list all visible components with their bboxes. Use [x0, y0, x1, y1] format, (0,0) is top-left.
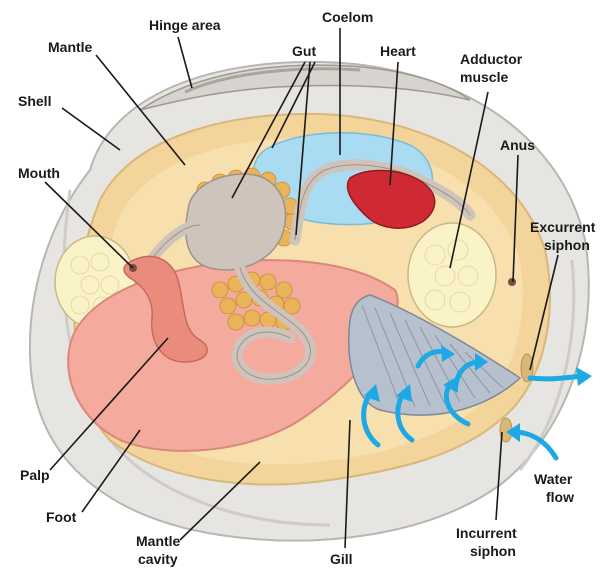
- label-hinge-area: Hinge area: [149, 17, 221, 33]
- label-incurrent-line1: Incurrent: [456, 525, 517, 541]
- label-gill: Gill: [330, 551, 353, 567]
- label-adductor-line2: muscle: [460, 69, 508, 85]
- label-excurrent-line2: siphon: [544, 237, 590, 253]
- anus: [508, 278, 516, 286]
- label-mouth: Mouth: [18, 165, 60, 181]
- label-palp: Palp: [20, 467, 50, 483]
- label-gut: Gut: [292, 43, 316, 59]
- label-water-line2: flow: [546, 489, 574, 505]
- label-incurrent-line2: siphon: [470, 543, 516, 559]
- label-mantle-cavity-line2: cavity: [138, 551, 178, 567]
- label-foot: Foot: [46, 509, 77, 525]
- label-water-line1: Water: [534, 471, 573, 487]
- water-arrow-out: [530, 376, 582, 379]
- label-mantle: Mantle: [48, 39, 93, 55]
- label-anus: Anus: [500, 137, 535, 153]
- label-excurrent-line1: Excurrent: [530, 219, 596, 235]
- label-shell: Shell: [18, 93, 51, 109]
- label-mantle-cavity-line1: Mantle: [136, 533, 181, 549]
- label-adductor-line1: Adductor: [460, 51, 523, 67]
- label-coelom: Coelom: [322, 9, 373, 25]
- water-arrowhead: [576, 367, 592, 386]
- leader-hinge-area: [178, 37, 192, 88]
- label-heart: Heart: [380, 43, 416, 59]
- posterior-adductor-muscle: [408, 223, 496, 327]
